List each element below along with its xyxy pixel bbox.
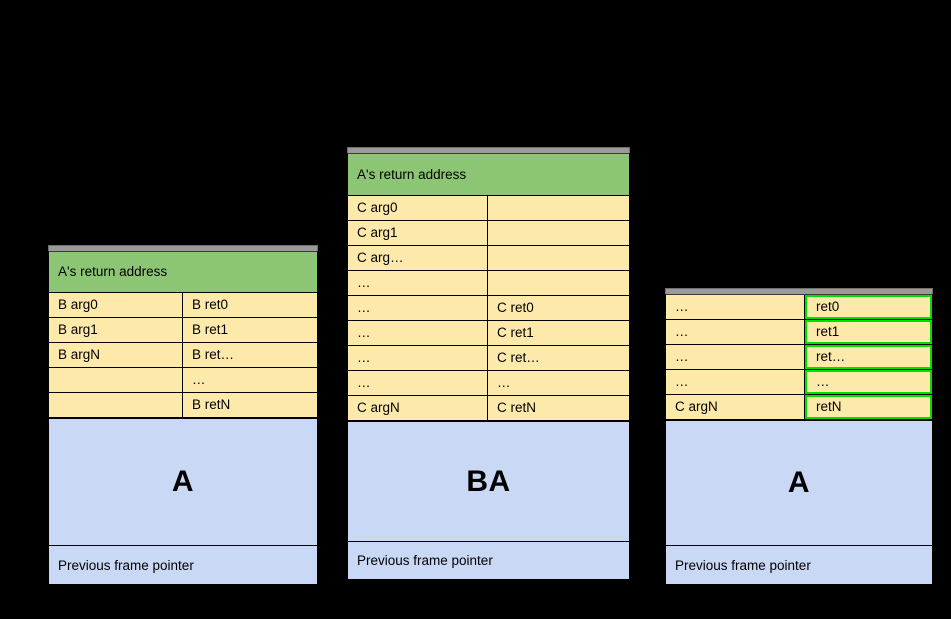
stack-frame-diagram-middle: A's return address C arg0 C arg1 C arg… … — [347, 147, 630, 580]
arg-cell: … — [666, 345, 805, 369]
table-row: C argN C retN — [348, 396, 629, 421]
table-row: B arg1 B ret1 — [49, 318, 317, 343]
argument-return-rows: B arg0 B ret0 B arg1 B ret1 B argN B ret… — [49, 293, 317, 418]
frame-body: … ret0 … ret1 … ret… … … C argN retN — [665, 294, 933, 585]
table-row: C argN retN — [666, 395, 932, 420]
arg-cell: B arg0 — [49, 293, 183, 317]
frame-body: A's return address B arg0 B ret0 B arg1 … — [48, 251, 318, 585]
frame-top-bar — [48, 245, 318, 251]
ret-cell: B ret… — [183, 343, 317, 367]
arg-cell: C arg0 — [348, 196, 488, 220]
table-row: … … — [666, 370, 932, 395]
ret-cell: B ret0 — [183, 293, 317, 317]
ret-cell: B retN — [183, 393, 317, 417]
return-address-band: A's return address — [49, 252, 317, 293]
arg-cell — [49, 393, 183, 417]
frame-body-region: BA — [348, 421, 629, 541]
previous-frame-pointer-label: Previous frame pointer — [357, 553, 493, 568]
table-row: … C ret1 — [348, 321, 629, 346]
ret-cell-highlighted: retN — [805, 395, 932, 419]
arg-cell: … — [666, 295, 805, 319]
frame-body: A's return address C arg0 C arg1 C arg… … — [347, 153, 630, 580]
arg-cell — [49, 368, 183, 392]
frame-body-label: A — [171, 465, 195, 498]
argument-return-rows: C arg0 C arg1 C arg… … … C ret0 — [348, 196, 629, 421]
ret-cell: C ret0 — [488, 296, 629, 320]
return-address-band: A's return address — [348, 154, 629, 196]
arg-cell: … — [666, 370, 805, 394]
frame-body-label: A — [787, 466, 811, 499]
ret-cell: … — [183, 368, 317, 392]
arg-cell: C arg… — [348, 246, 488, 270]
table-row: … … — [348, 371, 629, 396]
ret-cell — [488, 196, 629, 220]
ret-cell-highlighted: ret0 — [805, 295, 932, 319]
arg-cell: C argN — [348, 396, 488, 420]
ret-cell-highlighted: ret1 — [805, 320, 932, 344]
stack-frame-diagram-right: … ret0 … ret1 … ret… … … C argN retN — [665, 288, 933, 585]
arg-cell: B argN — [49, 343, 183, 367]
argument-return-rows: … ret0 … ret1 … ret… … … C argN retN — [666, 295, 932, 420]
arg-cell: … — [348, 271, 488, 295]
table-row: … C ret… — [348, 346, 629, 371]
arg-cell: C arg1 — [348, 221, 488, 245]
table-row: … ret… — [666, 345, 932, 370]
table-row: B retN — [49, 393, 317, 418]
frame-top-bar — [665, 288, 933, 294]
ret-cell: C retN — [488, 396, 629, 420]
previous-frame-pointer-row: Previous frame pointer — [49, 545, 317, 584]
arg-cell: B arg1 — [49, 318, 183, 342]
arg-cell: … — [348, 321, 488, 345]
table-row: … — [49, 368, 317, 393]
return-address-label: A's return address — [357, 166, 467, 182]
ret-cell: C ret… — [488, 346, 629, 370]
ret-cell: … — [488, 371, 629, 395]
frame-top-bar — [347, 147, 630, 153]
frame-body-region: A — [666, 420, 932, 545]
ret-cell — [488, 221, 629, 245]
table-row: … ret1 — [666, 320, 932, 345]
ret-cell: C ret1 — [488, 321, 629, 345]
arg-cell: … — [348, 296, 488, 320]
ret-cell: B ret1 — [183, 318, 317, 342]
table-row: C arg1 — [348, 221, 629, 246]
table-row: … — [348, 271, 629, 296]
arg-cell: C argN — [666, 395, 805, 419]
previous-frame-pointer-label: Previous frame pointer — [675, 557, 811, 573]
frame-body-label: BA — [466, 464, 511, 498]
arg-cell: … — [348, 371, 488, 395]
ret-cell — [488, 246, 629, 270]
frame-body-region: A — [49, 418, 317, 545]
previous-frame-pointer-row: Previous frame pointer — [348, 541, 629, 579]
previous-frame-pointer-row: Previous frame pointer — [666, 545, 932, 584]
arg-cell: … — [666, 320, 805, 344]
table-row: B argN B ret… — [49, 343, 317, 368]
stack-frame-diagram-left: A's return address B arg0 B ret0 B arg1 … — [48, 245, 318, 585]
table-row: C arg0 — [348, 196, 629, 221]
arg-cell: … — [348, 346, 488, 370]
ret-cell-highlighted: ret… — [805, 345, 932, 369]
previous-frame-pointer-label: Previous frame pointer — [58, 557, 194, 573]
ret-cell-highlighted: … — [805, 370, 932, 394]
ret-cell — [488, 271, 629, 295]
table-row: B arg0 B ret0 — [49, 293, 317, 318]
table-row: C arg… — [348, 246, 629, 271]
table-row: … ret0 — [666, 295, 932, 320]
return-address-label: A's return address — [58, 264, 168, 280]
table-row: … C ret0 — [348, 296, 629, 321]
